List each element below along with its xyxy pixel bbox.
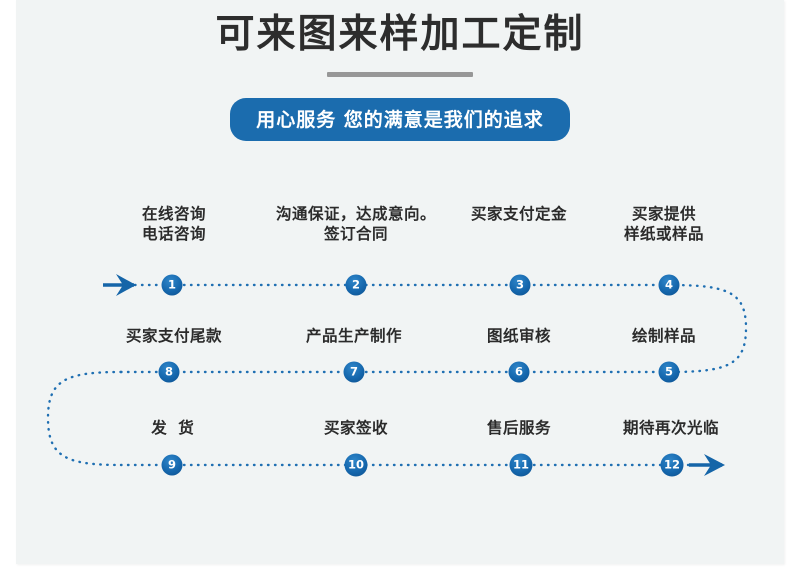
flow-node-badge-3: 3 xyxy=(509,274,531,296)
flow-node-label-1: 在线咨询 电话咨询 xyxy=(141,205,206,243)
flow-node-badge-12: 12 xyxy=(660,453,684,477)
title-divider xyxy=(327,71,473,77)
subtitle-pill: 用心服务 您的满意是我们的追求 xyxy=(230,97,570,141)
flow-node-badge-1: 1 xyxy=(161,274,183,296)
flow-node-label-4: 买家提供 样纸或样品 xyxy=(623,205,704,243)
flow-curve-left xyxy=(46,370,123,467)
flow-node-badge-4: 4 xyxy=(658,274,680,296)
flow-node-label-12: 期待再次光临 xyxy=(622,419,719,437)
flow-node-badge-10: 10 xyxy=(344,453,368,477)
flow-node-label-10: 买家签收 xyxy=(323,419,388,437)
flow-node-badge-11: 11 xyxy=(509,453,533,477)
process-flow-diagram: 在线咨询 电话咨询 沟通保证，达成意向。 签订合同 买家支付定金 买家提供 样纸… xyxy=(16,168,784,498)
flow-node-label-11: 售后服务 xyxy=(486,419,551,437)
header-block: 可来图来样加工定制 用心服务 您的满意是我们的追求 xyxy=(16,0,784,141)
flow-node-label-2: 沟通保证，达成意向。 签订合同 xyxy=(275,205,436,243)
flow-node-badge-2: 2 xyxy=(345,274,367,296)
flow-node-label-7: 产品生产制作 xyxy=(305,327,402,345)
flow-node-badge-7: 7 xyxy=(343,361,365,383)
page-title: 可来图来样加工定制 xyxy=(215,12,585,57)
flow-node-badge-8: 8 xyxy=(158,361,180,383)
flow-end-arrow-icon xyxy=(689,454,725,476)
content-canvas: 可来图来样加工定制 用心服务 您的满意是我们的追求 xyxy=(16,0,784,564)
flow-curve-right xyxy=(667,283,748,374)
flow-node-label-3: 买家支付定金 xyxy=(470,205,567,223)
flow-node-label-8: 买家支付尾款 xyxy=(125,327,222,345)
flow-node-label-5: 绘制样品 xyxy=(631,327,696,345)
flow-node-badge-5: 5 xyxy=(658,361,680,383)
flow-node-label-9: 发 货 xyxy=(151,419,197,437)
flow-start-arrow-icon xyxy=(103,274,136,296)
flow-connector-svg xyxy=(46,274,748,476)
flow-node-label-6: 图纸审核 xyxy=(486,327,551,345)
flow-node-badge-6: 6 xyxy=(508,361,530,383)
flow-node-badge-9: 9 xyxy=(161,454,183,476)
